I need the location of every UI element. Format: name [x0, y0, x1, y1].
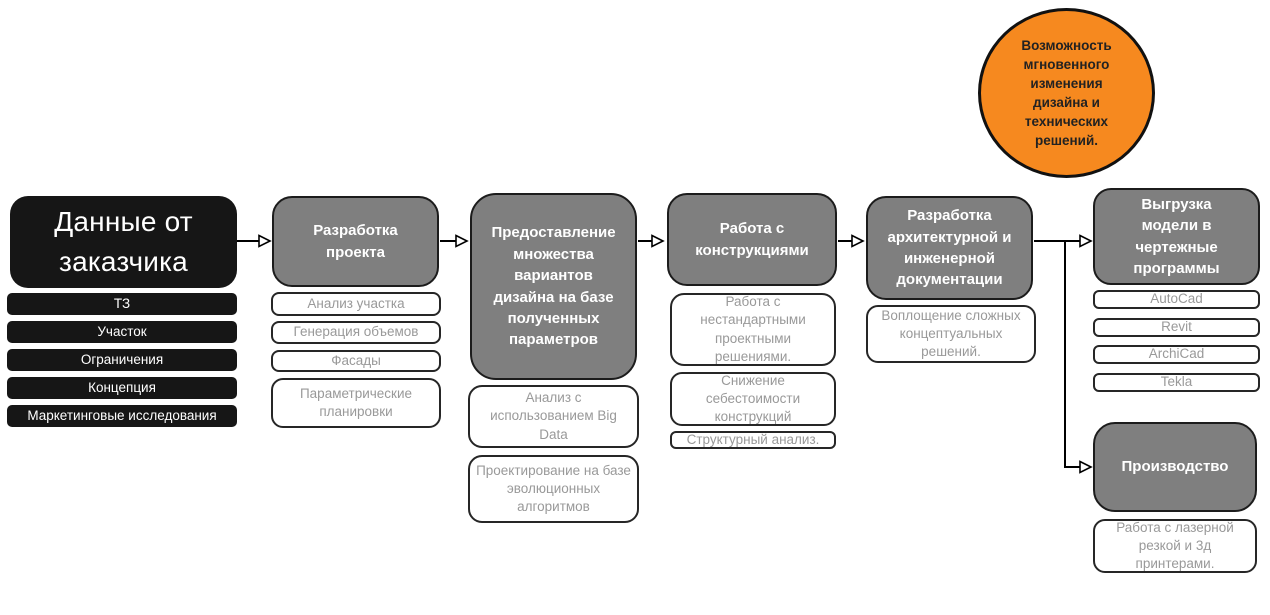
instant-change-callout: Возможность мгновенного изменения дизайн… — [978, 8, 1155, 178]
stage-structures-item: Снижение себестоимости конструкций — [670, 372, 836, 426]
stage-customer-data-item: ТЗ — [7, 293, 237, 315]
stage-structures-header: Работа с конструкциями — [667, 193, 837, 286]
stage-design-variants-item: Проектирование на базе эволюционных алго… — [468, 455, 639, 523]
stage-documentation-item: Воплощение сложных концептуальных решени… — [866, 305, 1036, 363]
stage-customer-data-item: Участок — [7, 321, 237, 343]
stage-model-export-item: AutoCad — [1093, 290, 1260, 309]
stage-project-development-item: Параметрические планировки — [271, 378, 441, 428]
stage-model-export-item: Revit — [1093, 318, 1260, 337]
stage-project-development-header: Разработка проекта — [272, 196, 439, 287]
stage-design-variants-header: Предоставление множества вариантов дизай… — [470, 193, 637, 380]
stage-structures-item: Структурный анализ. — [670, 431, 836, 449]
stage-model-export-item: ArchiCad — [1093, 345, 1260, 364]
stage-customer-data-item: Маркетинговые исследования — [7, 405, 237, 427]
stage-model-export-item: Tekla — [1093, 373, 1260, 392]
stage-customer-data-header: Данные от заказчика — [10, 196, 237, 288]
stage-documentation-header: Разработка архитектурной и инженерной до… — [866, 196, 1033, 300]
stage-production-header: Производство — [1093, 422, 1257, 512]
stage-customer-data-item: Концепция — [7, 377, 237, 399]
stage-production-item: Работа с лазерной резкой и 3д принтерами… — [1093, 519, 1257, 573]
stage-customer-data-item: Ограничения — [7, 349, 237, 371]
stage-project-development-item: Генерация объемов — [271, 321, 441, 344]
stage-model-export-header: Выгрузка модели в чертежные программы — [1093, 188, 1260, 285]
stage-project-development-item: Анализ участка — [271, 292, 441, 316]
stage-project-development-item: Фасады — [271, 350, 441, 372]
stage-structures-item: Работа с нестандартными проектными решен… — [670, 293, 836, 366]
stage-design-variants-item: Анализ с использованием Big Data — [468, 385, 639, 448]
